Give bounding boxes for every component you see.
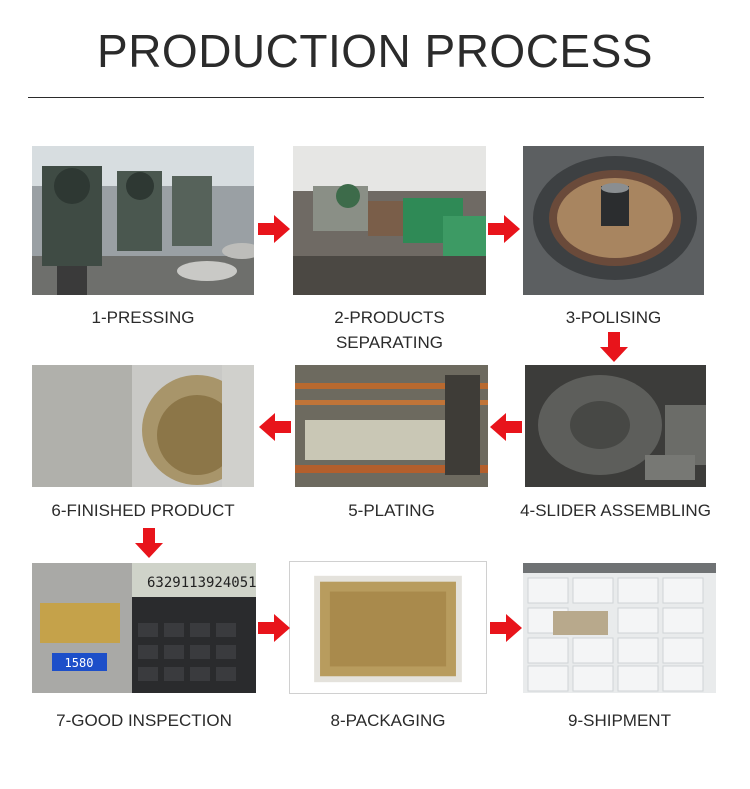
arrow-right-8-9 [490, 614, 522, 642]
scale-reading: 1580 [65, 656, 94, 670]
inspection-photo: 1580 6329113924051 [32, 563, 256, 693]
step-6-label: 6-FINISHED PRODUCT [51, 501, 235, 520]
step-8-label: 8-PACKAGING [330, 711, 446, 730]
page-title: PRODUCTION PROCESS [97, 25, 653, 77]
shipment-photo [523, 563, 716, 693]
step-2-label-line2: SEPARATING [335, 333, 444, 352]
step-5-label: 5-PLATING [348, 501, 435, 520]
step-2-label-line1: 2-PRODUCTS [334, 308, 445, 327]
title-divider [28, 97, 704, 98]
calculator-display: 6329113924051 [147, 575, 256, 591]
step-1-label: 1-PRESSING [91, 308, 195, 327]
step-9-label: 9-SHIPMENT [568, 711, 671, 730]
slider-assembling-photo [525, 365, 706, 487]
arrow-down-3-4 [600, 332, 628, 362]
plating-photo [295, 365, 488, 487]
arrow-right-7-8 [258, 614, 290, 642]
step-4-label: 4-SLIDER ASSEMBLING [520, 501, 711, 520]
arrow-down-6-7 [135, 528, 163, 558]
packaging-photo [289, 561, 487, 694]
arrow-right-1-2 [258, 215, 290, 243]
step-3-label: 3-POLISING [565, 308, 662, 327]
polishing-photo [523, 146, 704, 295]
arrow-right-2-3 [488, 215, 520, 243]
finished-product-photo [32, 365, 254, 487]
arrow-left-4-5 [490, 413, 522, 441]
step-7-label: 7-GOOD INSPECTION [56, 711, 232, 730]
separating-photo [293, 146, 486, 295]
arrow-left-5-6 [259, 413, 291, 441]
pressing-photo [32, 146, 254, 295]
